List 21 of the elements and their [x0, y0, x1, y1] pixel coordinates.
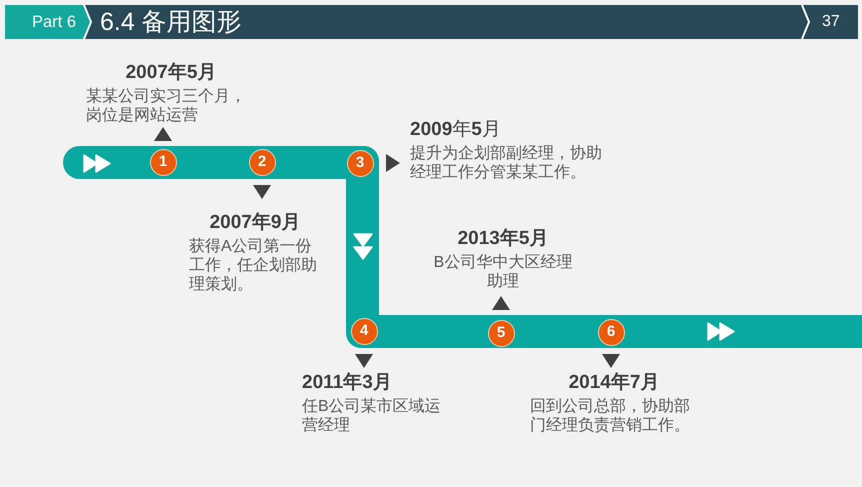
section-label: Part 6: [32, 12, 76, 32]
event-description: 任B公司某市区域运营经理: [302, 397, 442, 435]
date-label: 2007年5月: [126, 62, 216, 84]
event-description: 获得A公司第一份工作，任企划部助理策划。: [189, 237, 318, 294]
date-label: 2011年3月: [302, 372, 392, 394]
event-description: B公司华中大区经理助理: [432, 253, 574, 291]
page-number: 37: [822, 12, 840, 32]
step-number: 2: [258, 154, 266, 170]
step-number: 1: [158, 154, 168, 170]
step-number: 3: [356, 155, 364, 171]
event-description: 提升为企划部副经理，协助经理工作分管某某工作。: [410, 144, 603, 182]
page-title: 6.4 备用图形: [100, 7, 242, 37]
date-label: 2007年9月: [210, 212, 300, 234]
date-label: 2013年5月: [458, 228, 548, 250]
event-description: 回到公司总部，协助部门经理负责营销工作。: [530, 397, 691, 435]
step-number: 5: [496, 325, 506, 341]
event-description: 某某公司实习三个月，岗位是网站运营: [86, 87, 247, 125]
step-number: 6: [606, 324, 616, 340]
step-number: 4: [360, 323, 368, 339]
date-label: 2014年7月: [568, 372, 660, 394]
date-label: 2009年5月: [410, 119, 501, 141]
